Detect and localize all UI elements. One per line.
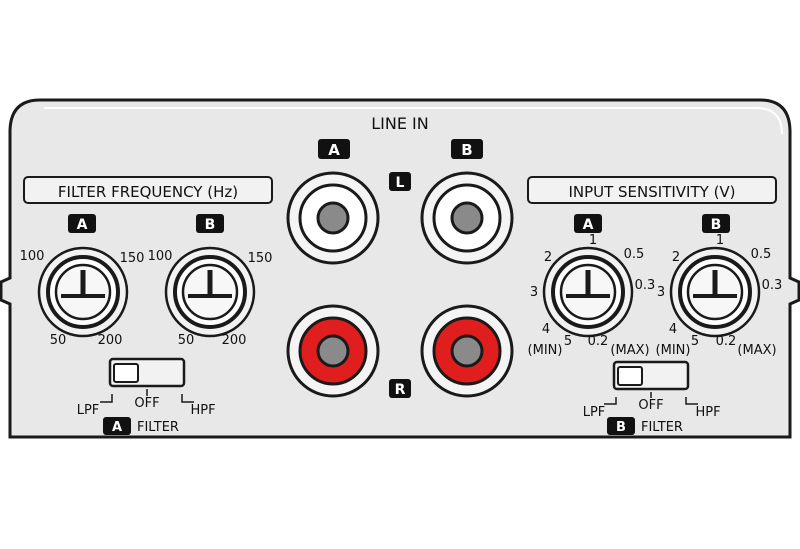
sens-a-scale-min: (MIN): [528, 343, 563, 358]
input-sensitivity-knob-a[interactable]: [542, 246, 634, 338]
sens-a-scale-max: (MAX): [610, 343, 649, 358]
filter-switch-b-hpf: HPF: [695, 405, 720, 420]
svg-text:B: B: [616, 420, 626, 435]
filter-switch-b-lpf: LPF: [583, 405, 606, 420]
svg-text:B: B: [461, 141, 472, 159]
sens-a-scale-0-3: 0.3: [635, 278, 656, 293]
panel-inner-edge: [44, 107, 783, 135]
filter-frequency-knob-b[interactable]: [164, 246, 256, 338]
sens-a-scale-4: 4: [542, 322, 550, 337]
filter-a-scale-100: 100: [20, 249, 45, 264]
rca-jack-b-right[interactable]: [420, 304, 514, 398]
sens-b-scale-0-3: 0.3: [762, 278, 783, 293]
sens-a-scale-0-5: 0.5: [624, 247, 645, 262]
filter-switch-b-off: OFF: [638, 398, 663, 413]
filter-switch-b-hpf-tick: [685, 397, 698, 405]
filter-b-scale-200: 200: [222, 333, 247, 348]
sens-a-scale-3: 3: [530, 285, 538, 300]
sens-b-scale-min: (MIN): [656, 343, 691, 358]
filter-switch-a-hpf-tick: [181, 394, 194, 403]
svg-text:B: B: [711, 217, 722, 233]
filter-frequency-title-box: FILTER FREQUENCY (Hz): [23, 176, 273, 204]
badge-filter-knob-a: A: [68, 214, 96, 233]
sens-a-scale-2: 2: [544, 250, 552, 265]
badge-channel-right: R: [389, 379, 411, 398]
filter-switch-b-caption: FILTER: [641, 420, 683, 435]
filter-a-scale-50: 50: [50, 333, 67, 348]
filter-switch-a-caption: FILTER: [137, 420, 179, 435]
filter-b-scale-150: 150: [248, 251, 273, 266]
svg-text:R: R: [395, 382, 406, 398]
svg-text:L: L: [396, 175, 405, 191]
filter-a-scale-150: 150: [120, 251, 145, 266]
svg-text:A: A: [112, 420, 122, 435]
filter-a-scale-200: 200: [98, 333, 123, 348]
sens-b-scale-1: 1: [716, 233, 724, 248]
filter-switch-b-badge: B: [607, 417, 635, 435]
input-sensitivity-title-box: INPUT SENSITIVITY (V): [527, 176, 777, 204]
filter-switch-b[interactable]: [612, 360, 690, 391]
sens-b-scale-max: (MAX): [737, 343, 776, 358]
sens-a-scale-1: 1: [589, 233, 597, 248]
badge-input-a: A: [318, 139, 350, 159]
line-in-label: LINE IN: [371, 114, 428, 133]
badge-sensitivity-knob-b: B: [702, 214, 730, 233]
filter-frequency-knob-a[interactable]: [37, 246, 129, 338]
sens-b-scale-3: 3: [657, 285, 665, 300]
sens-b-scale-2: 2: [672, 250, 680, 265]
svg-text:B: B: [205, 217, 216, 233]
badge-input-b: B: [451, 139, 483, 159]
sens-b-scale-0-5: 0.5: [751, 247, 772, 262]
sens-b-scale-4: 4: [669, 322, 677, 337]
badge-sensitivity-knob-a: A: [574, 214, 602, 233]
filter-switch-a-lpf-tick: [100, 394, 113, 403]
filter-b-scale-50: 50: [178, 333, 195, 348]
rca-jack-a-right[interactable]: [286, 304, 380, 398]
filter-frequency-title: FILTER FREQUENCY (Hz): [58, 183, 238, 201]
filter-switch-a-off: OFF: [134, 396, 159, 411]
sens-b-scale-0-2: 0.2: [716, 334, 737, 349]
badge-channel-left: L: [389, 172, 411, 191]
svg-text:A: A: [328, 141, 340, 159]
input-sensitivity-title: INPUT SENSITIVITY (V): [568, 183, 735, 201]
input-sensitivity-knob-b[interactable]: [669, 246, 761, 338]
filter-switch-a-badge: A: [103, 417, 131, 435]
sens-a-scale-0-2: 0.2: [588, 334, 609, 349]
sens-a-scale-5: 5: [564, 334, 572, 349]
filter-switch-a-lpf: LPF: [77, 403, 100, 418]
svg-text:A: A: [77, 217, 88, 233]
filter-switch-a[interactable]: [108, 357, 186, 388]
filter-switch-a-hpf: HPF: [190, 403, 215, 418]
badge-filter-knob-b: B: [196, 214, 224, 233]
filter-switch-b-lpf-tick: [604, 397, 617, 405]
svg-text:A: A: [583, 217, 594, 233]
rca-jack-a-left[interactable]: [286, 171, 380, 265]
sens-b-scale-5: 5: [691, 334, 699, 349]
rca-jack-b-left[interactable]: [420, 171, 514, 265]
filter-b-scale-100: 100: [148, 249, 173, 264]
